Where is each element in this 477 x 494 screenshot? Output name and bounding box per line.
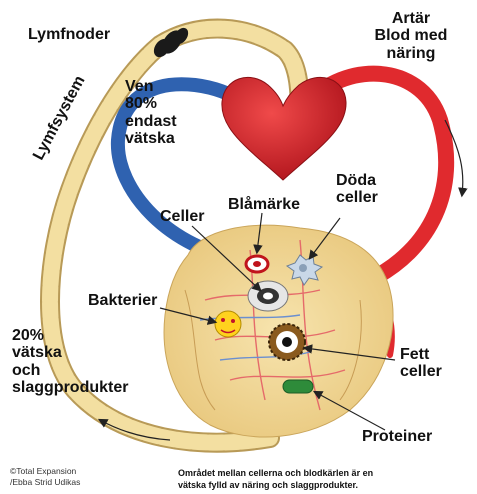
bacteria — [215, 311, 241, 337]
cell — [248, 281, 288, 311]
label-dead-cells: Döda celler — [336, 172, 378, 207]
label-cells: Celler — [160, 208, 204, 225]
label-bacteria: Bakterier — [88, 292, 157, 309]
label-bruise: Blåmärke — [228, 196, 300, 213]
label-lymph-nodes: Lymfnoder — [28, 26, 110, 43]
label-proteins: Proteiner — [362, 428, 432, 445]
label-vein: Ven 80% endast vätska — [125, 78, 177, 147]
protein — [283, 380, 313, 393]
fat-cell — [269, 324, 305, 360]
caption-text: Området mellan cellerna och blodkärlen ä… — [178, 468, 373, 491]
heart — [222, 77, 346, 180]
label-fat-cells: Fett celler — [400, 346, 442, 381]
credit-text: ©Total Expansion /Ebba Strid Udikas — [10, 466, 80, 487]
label-lymph-percent: 20% vätska och slaggprodukter — [12, 327, 128, 396]
label-artery-blood: Artär Blod med näring — [352, 10, 470, 62]
blood-cell-bruise — [246, 256, 268, 272]
